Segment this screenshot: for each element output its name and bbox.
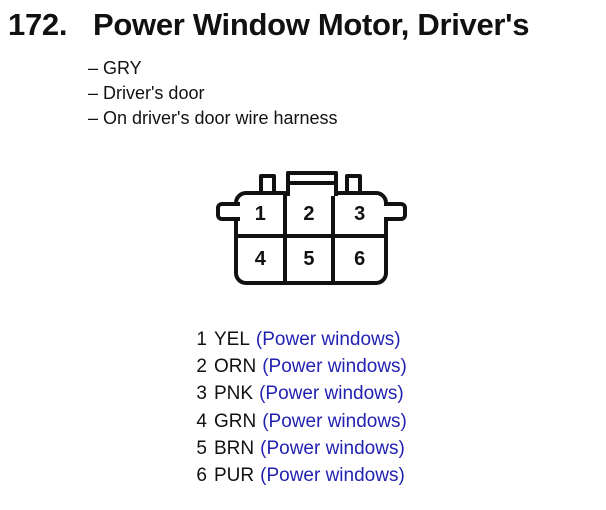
section-title: Power Window Motor, Driver's — [93, 7, 530, 42]
latch-slot-line — [290, 181, 334, 185]
wire-color-code: PNK — [214, 383, 254, 405]
detail-text: GRY — [103, 58, 142, 78]
circuit-link[interactable]: (Power windows) — [262, 410, 407, 432]
pin-number: 1 — [196, 329, 207, 350]
pin-number: 6 — [196, 465, 207, 487]
wire-color-code: YEL — [214, 329, 250, 350]
pin-row: 5 BRN(Power windows) — [196, 435, 407, 462]
detail-text: Driver's door — [103, 83, 205, 103]
connector-cavity-1: 1 — [238, 195, 287, 238]
connector-details-list: –GRY –Driver's door –On driver's door wi… — [88, 56, 338, 131]
section-number: 172. — [8, 7, 68, 42]
connector-cavity-6: 6 — [354, 248, 366, 270]
pin-number: 3 — [196, 383, 207, 405]
connector-cavity-5: 5 — [287, 238, 336, 281]
page-title: 172. Power Window Motor, Driver's — [8, 7, 604, 42]
detail-item-harness: –On driver's door wire harness — [88, 106, 338, 131]
circuit-link[interactable]: (Power windows) — [255, 329, 401, 350]
dash-bullet: – — [88, 83, 99, 103]
connector-latch-tab-icon — [286, 171, 338, 196]
connector-cavity-2: 2 — [286, 195, 336, 238]
detail-item-location: –Driver's door — [88, 81, 338, 106]
wire-color-code: BRN — [214, 437, 255, 459]
pin-row: 6 PUR(Power windows) — [196, 462, 407, 489]
wire-color-code: ORN — [214, 356, 257, 378]
pin-number: 2 — [196, 356, 207, 378]
dash-bullet: – — [88, 58, 99, 78]
circuit-link[interactable]: (Power windows) — [260, 465, 405, 487]
circuit-link[interactable]: (Power windows) — [262, 356, 407, 378]
pin-row: 4 GRN(Power windows) — [196, 408, 407, 435]
pin-number: 5 — [196, 437, 207, 459]
connector-ear-right-icon — [384, 202, 407, 221]
detail-text: On driver's door wire harness — [103, 108, 338, 128]
detail-item-color: –GRY — [88, 56, 338, 81]
connector-body: 1 2 3 4 5 6 — [234, 191, 388, 285]
wire-color-code: GRN — [214, 410, 257, 432]
circuit-link[interactable]: (Power windows) — [260, 437, 405, 459]
pin-row: 1 YEL(Power windows) — [196, 326, 407, 353]
pin-row: 3 PNK(Power windows) — [196, 380, 407, 407]
connector-cavity-3: 3 — [335, 195, 384, 238]
connector-ear-left-icon — [216, 202, 240, 221]
connector-diagram: 1 2 3 4 5 6 — [216, 171, 408, 287]
connector-cavity-4: 4 — [238, 238, 287, 281]
wire-color-code: PUR — [214, 465, 255, 487]
pin-number: 4 — [196, 410, 207, 432]
circuit-link[interactable]: (Power windows) — [259, 383, 404, 405]
dash-bullet: – — [88, 108, 99, 128]
pin-row: 2 ORN(Power windows) — [196, 353, 407, 380]
